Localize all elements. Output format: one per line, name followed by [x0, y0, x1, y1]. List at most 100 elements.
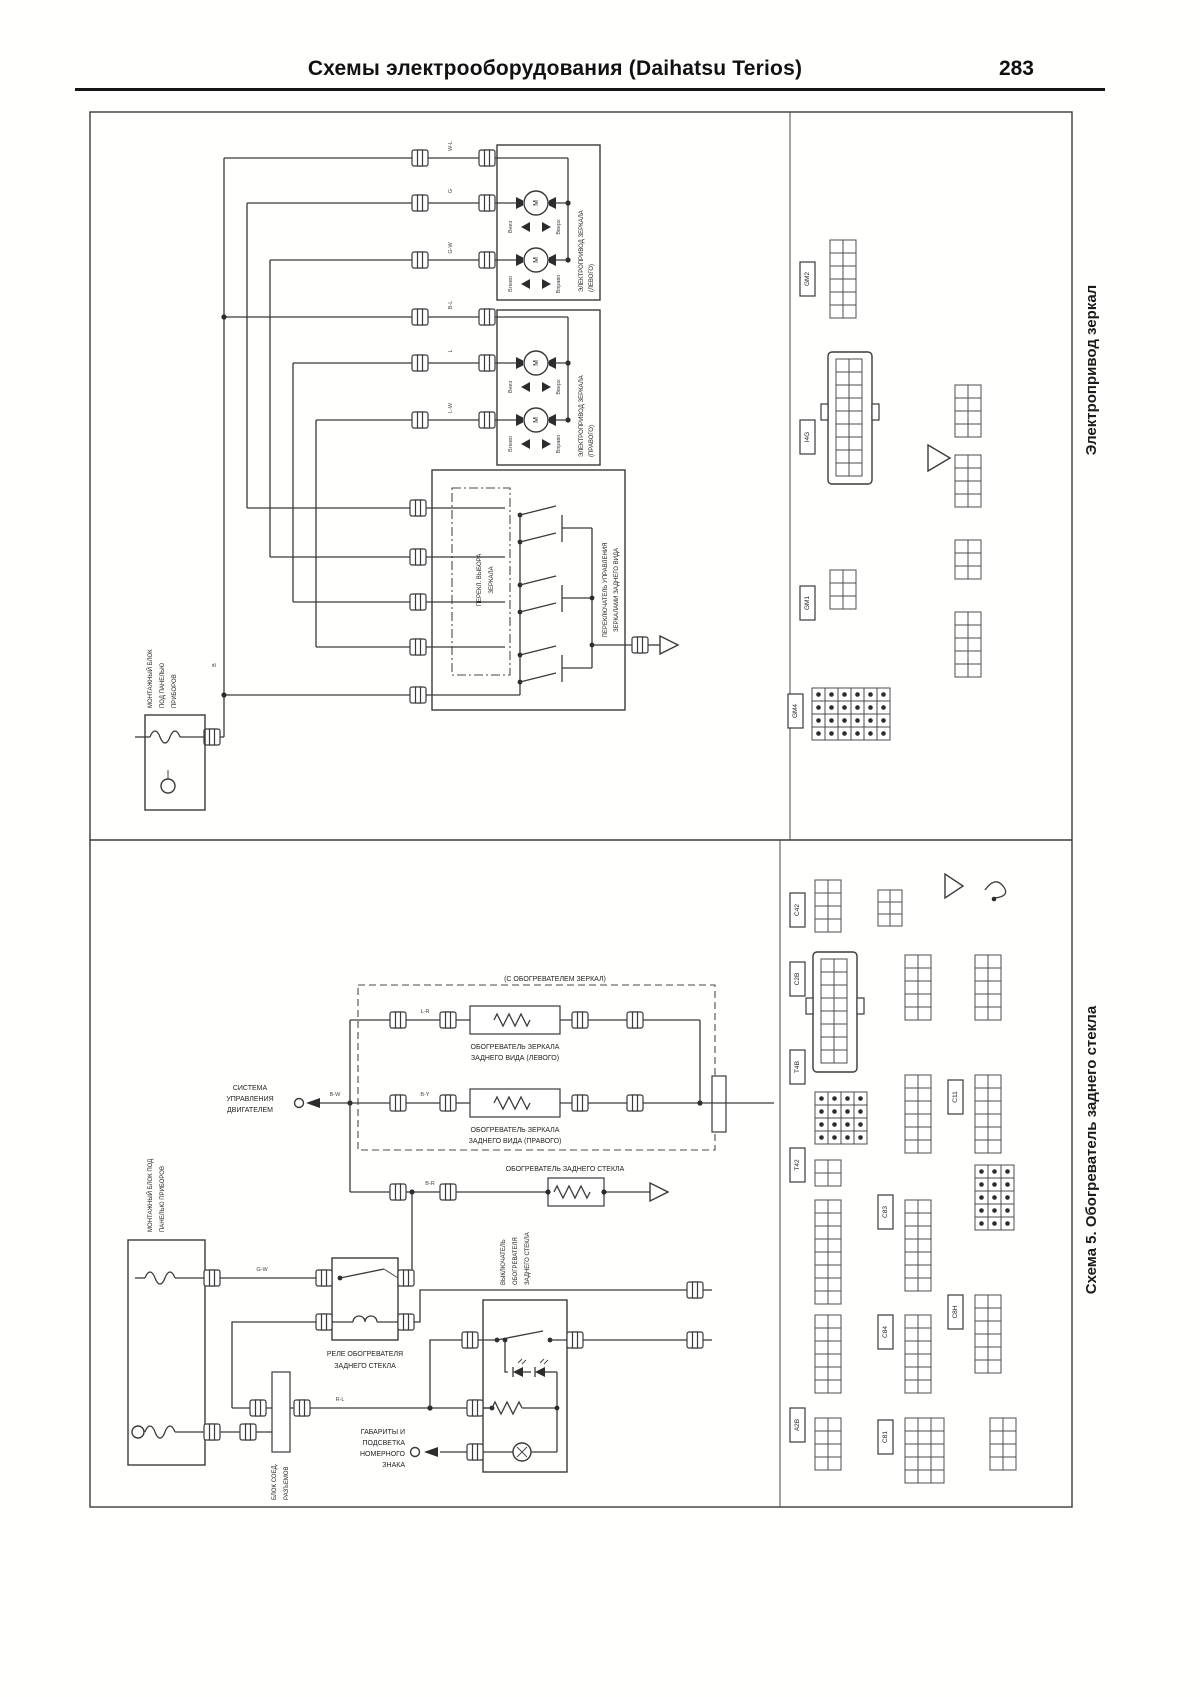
wire-code: B	[212, 663, 218, 667]
edge-connector	[711, 1075, 727, 1133]
rear-defogger-schematic: (С ОБОГРЕВАТЕЛЕМ ЗЕРКАЛ) ОБОГРЕВАТЕЛЬ ЗЕ…	[127, 976, 774, 1500]
tag-text: T42	[794, 1159, 801, 1171]
connector-pinout	[811, 687, 891, 741]
wire-code: B-R	[425, 1181, 435, 1187]
power-mirror-schematic: W-L G G-W B-L L L-W B	[135, 141, 679, 811]
coil-out-wire	[414, 1289, 688, 1323]
led-branch	[504, 1340, 508, 1373]
connector-tab	[820, 403, 829, 421]
mirror-left-label: ЭЛЕКТРОПРИВОД ЗЕРКАЛА	[579, 210, 585, 292]
connector-pinout	[974, 954, 1002, 1021]
coil-drop-wire	[231, 1321, 316, 1408]
page-title: Схемы электрооборудования (Daihatsu Teri…	[307, 57, 803, 80]
connector-pinout	[877, 889, 903, 927]
mirror-left-label: (ЛЕВОГО)	[589, 264, 595, 292]
connector-tag: C42	[789, 892, 806, 928]
engine-control-label: СИСТЕМА	[233, 1085, 268, 1092]
heater-branch-right: ОБОГРЕВАТЕЛЬ ЗЕРКАЛА ЗАДНЕГО ВИДА (ПРАВО…	[320, 1088, 700, 1145]
direction-arrows-icon	[521, 439, 551, 449]
pigtail-wire-icon	[984, 881, 1007, 899]
connector-pinout	[829, 239, 857, 319]
select-switch-label: ПЕРЕКЛ. ВЫБОРА	[477, 554, 483, 607]
motor-m-label: М	[533, 200, 540, 206]
connector	[686, 1331, 704, 1349]
engine-control-terminal: СИСТЕМА УПРАВЛЕНИЯ ДВИГАТЕЛЕМ B-W	[226, 1085, 353, 1114]
bottom-connector-pinouts: C42 C2B T4B C1	[789, 872, 1017, 1484]
mounting-block-label: ПАНЕЛЬЮ ПРИБОРОВ	[160, 1166, 166, 1232]
illumination-bulb-icon	[512, 1442, 532, 1462]
direction-arrows-icon	[521, 279, 551, 289]
ground-connector	[631, 636, 649, 654]
led-icon	[512, 1358, 527, 1378]
caption-rear-defogger: Схема 5. Обогреватель заднего стекла	[1083, 1005, 1100, 1294]
connector-tab	[871, 403, 880, 421]
tag-text: I4G	[804, 432, 811, 442]
fuse-icon	[149, 730, 181, 744]
direction-arrows-icon	[521, 222, 551, 232]
mirror-right-label: (ПРАВОГО)	[589, 425, 595, 457]
connector-tag: C84	[877, 1314, 894, 1350]
connector-pinout	[954, 539, 982, 580]
engine-control-label: ДВИГАТЕЛЕМ	[227, 1107, 273, 1114]
connector-tag: C8H	[947, 1294, 964, 1330]
connector-pinout	[954, 454, 982, 508]
connector-pinout	[814, 1091, 868, 1145]
tag-text: C84	[882, 1326, 889, 1338]
mounting-block-top: МОНТАЖНЫЙ БЛОК ПОД ПАНЕЛЬЮ ПРИБОРОВ	[135, 649, 206, 811]
defogger-switch: ВЫКЛЮЧАТЕЛЬ ОБОГРЕВАТЕЛЯ ЗАДНЕГО СТЕКЛА	[429, 1232, 688, 1473]
connector-pinout	[904, 1199, 932, 1292]
tag-text: C81	[882, 1431, 889, 1443]
terminal-icon	[293, 1097, 305, 1109]
connector-pinout	[829, 569, 857, 610]
arrow-symbol-icon	[944, 872, 965, 900]
heater-branch-left: ОБОГРЕВАТЕЛЬ ЗЕРКАЛА ЗАДНЕГО ВИДА (ЛЕВОГ…	[350, 1005, 700, 1062]
arrow-symbol-icon	[927, 443, 952, 473]
dir-label: Вниз	[508, 220, 514, 233]
ground-icon	[659, 635, 679, 655]
connector-pinout	[974, 1074, 1002, 1154]
connector-pinout	[904, 954, 932, 1021]
tag-text: A2B	[794, 1419, 801, 1431]
tag-text: GM2	[804, 272, 811, 286]
plate-lights-label: ПОДСВЕТКА	[363, 1440, 406, 1447]
connector-pinout	[904, 1314, 932, 1394]
defogger-element-icon	[553, 1184, 591, 1200]
wire-code: B-Y	[420, 1092, 430, 1098]
breaker-icon	[131, 1425, 145, 1439]
connector-pinout	[954, 384, 982, 438]
motor-m-label: М	[533, 360, 540, 366]
connector-pinout	[820, 958, 848, 1064]
heater-left-label: ОБОГРЕВАТЕЛЬ ЗЕРКАЛА	[471, 1044, 560, 1051]
connector-tag: T42	[789, 1147, 806, 1183]
dir-label: Вправо	[556, 275, 562, 294]
connector-tag: C11	[947, 1079, 964, 1115]
switch-label: ОБОГРЕВАТЕЛЯ	[513, 1237, 519, 1285]
wire-code: B-W	[330, 1092, 342, 1098]
plate-lights-line: ГАБАРИТЫ И ПОДСВЕТКА НОМЕРНОГО ЗНАКА	[360, 1429, 484, 1469]
select-switch-label: ЗЕРКАЛА	[489, 566, 495, 593]
connector-pinout	[814, 1314, 842, 1394]
motor-m-label: М	[533, 257, 540, 263]
junction-bus: R-L БЛОК СОЕД. РАЗЪЕМОВ	[220, 1371, 492, 1500]
tag-text: C42	[794, 904, 801, 916]
relay-label: РЕЛЕ ОБОГРЕВАТЕЛЯ	[327, 1351, 403, 1358]
tag-text: C8H	[952, 1305, 959, 1318]
dir-label: Вправо	[556, 435, 562, 454]
mirror-heater-group-box	[357, 984, 716, 1151]
terminal-icon	[409, 1446, 421, 1458]
connector-tag: C83	[877, 1194, 894, 1230]
arrow-left-icon	[306, 1098, 320, 1108]
switch-label: ЗАДНЕГО СТЕКЛА	[525, 1232, 531, 1285]
dir-label: Вверх	[556, 379, 562, 395]
tag-text: GM1	[804, 596, 811, 610]
tag-text: C2B	[794, 973, 801, 986]
switch-contacts	[517, 505, 595, 685]
mounting-block-label: МОНТАЖНЫЙ БЛОК	[146, 649, 154, 708]
led-icon	[534, 1358, 549, 1378]
header-rule	[75, 88, 1105, 91]
wire-color-codes: W-L G G-W B-L L L-W B	[212, 141, 454, 667]
tag-text: T4B	[794, 1061, 801, 1073]
heater-left-label: ЗАДНЕГО ВИДА (ЛЕВОГО)	[471, 1055, 559, 1062]
dir-label: Влево	[508, 436, 514, 452]
